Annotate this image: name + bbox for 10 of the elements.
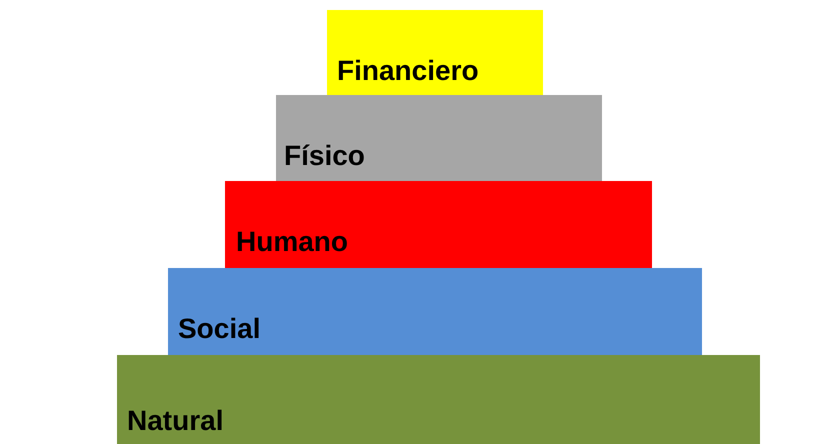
level-label: Natural [127,407,224,435]
pyramid-level [117,355,760,444]
pyramid-level [327,10,543,95]
pyramid-level [225,181,652,268]
level-label: Social [178,315,260,343]
level-label: Humano [236,228,348,256]
pyramid-level [276,95,602,181]
level-label: Físico [284,142,365,170]
level-label: Financiero [337,57,479,85]
pyramid-level [168,268,702,355]
